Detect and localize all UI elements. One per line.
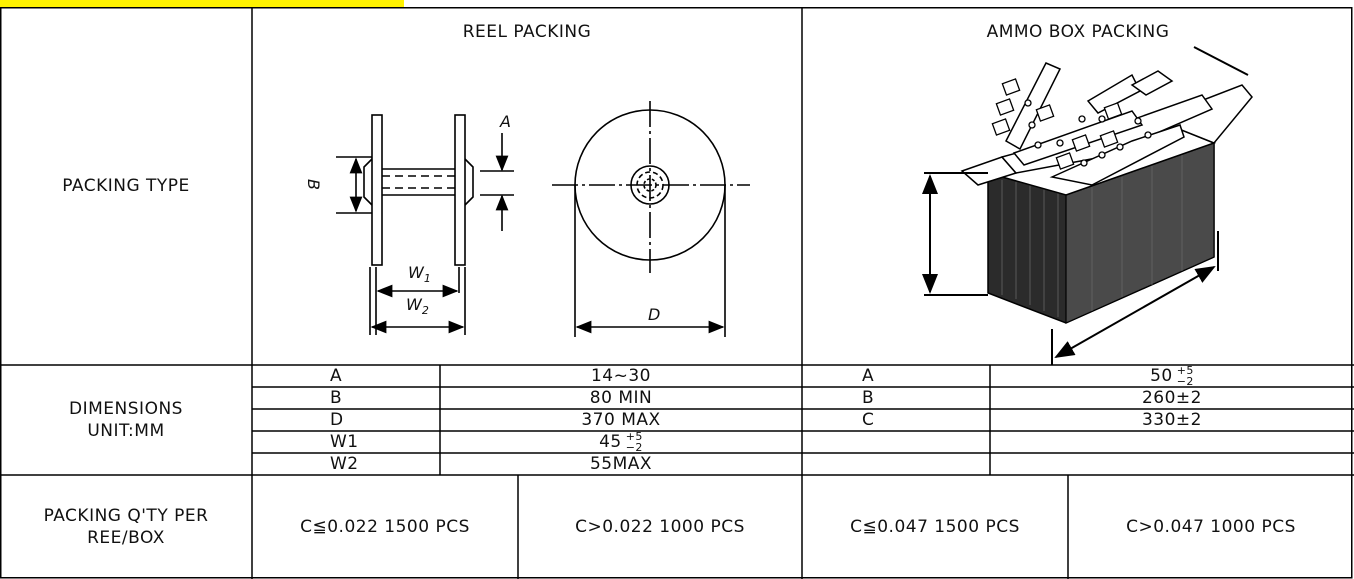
ammo-val-empty-1	[990, 431, 1354, 453]
ammo-val-c: 330±2	[1141, 410, 1202, 430]
ammo-box-drawing	[922, 46, 1253, 365]
reel-label-w1: W1	[408, 263, 431, 285]
ammo-key-empty-2	[802, 453, 990, 475]
reel-key-b: B	[330, 388, 343, 408]
ammo-key-b: B	[862, 388, 875, 408]
dimensions-label: DIMENSIONS UNIT:MM	[69, 399, 183, 441]
ammo-key-c: C	[862, 410, 875, 430]
reel-val-w1-tol-plus: +5	[625, 430, 643, 443]
ammo-val-empty-2	[990, 453, 1354, 475]
reel-label-w1-sub: 1	[423, 272, 431, 286]
reel-label-w2-sub: 2	[421, 304, 429, 318]
reel-val-d: 370 MAX	[581, 410, 661, 430]
reel-packing-title: REEL PACKING	[462, 22, 592, 42]
packing-type-label: PACKING TYPE	[62, 176, 190, 196]
qty-ammo-small: C≦0.047 1500 PCS	[850, 517, 1020, 537]
ammo-val-b: 260±2	[1141, 388, 1202, 408]
ammo-val-a-tol-minus: −2	[1176, 375, 1194, 388]
packing-qty-label: PACKING Q'TY PER REE/BOX	[43, 506, 209, 548]
table-grid	[0, 7, 1354, 579]
reel-flange-right	[454, 114, 466, 266]
reel-label-w1-letter: W	[408, 263, 424, 282]
reel-key-w2: W2	[330, 454, 359, 474]
reel-label-a: A	[500, 112, 511, 131]
ammo-val-a-tolerance: +5 −2	[1177, 365, 1194, 387]
reel-flange-left	[371, 114, 383, 266]
packing-spec-table: PACKING TYPE REEL PACKING AMMO BOX PACKI…	[0, 7, 1354, 579]
ammo-box-packing-title: AMMO BOX PACKING	[986, 22, 1170, 42]
ammo-key-a: A	[862, 366, 875, 386]
reel-label-w2: W2	[406, 295, 429, 317]
ammo-val-a-number: 50	[1150, 366, 1173, 386]
ammo-val-a-tol-plus: +5	[1176, 364, 1194, 377]
reel-key-w1: W1	[330, 432, 359, 452]
reel-val-w1-tolerance: +5 −2	[626, 431, 643, 453]
highlight-bar	[0, 0, 404, 7]
reel-val-a: 14~30	[590, 366, 651, 386]
reel-val-w1-tol-minus: −2	[625, 441, 643, 454]
ammo-key-empty-1	[802, 431, 990, 453]
qty-ammo-large: C>0.047 1000 PCS	[1126, 517, 1296, 537]
reel-label-b: B	[303, 179, 323, 190]
reel-label-w2-letter: W	[406, 295, 422, 314]
qty-reel-small: C≦0.022 1500 PCS	[300, 517, 470, 537]
reel-key-a: A	[330, 366, 343, 386]
reel-val-w2: 55MAX	[589, 454, 653, 474]
reel-val-w1: 45 +5 −2	[440, 431, 802, 453]
reel-val-w1-number: 45	[599, 432, 622, 452]
reel-key-d: D	[330, 410, 344, 430]
reel-label-d: D	[648, 305, 661, 324]
ammo-val-a: 50 +5 −2	[990, 365, 1354, 387]
reel-val-b: 80 MIN	[589, 388, 653, 408]
qty-reel-large: C>0.022 1000 PCS	[575, 517, 745, 537]
reel-drawing	[336, 101, 750, 337]
